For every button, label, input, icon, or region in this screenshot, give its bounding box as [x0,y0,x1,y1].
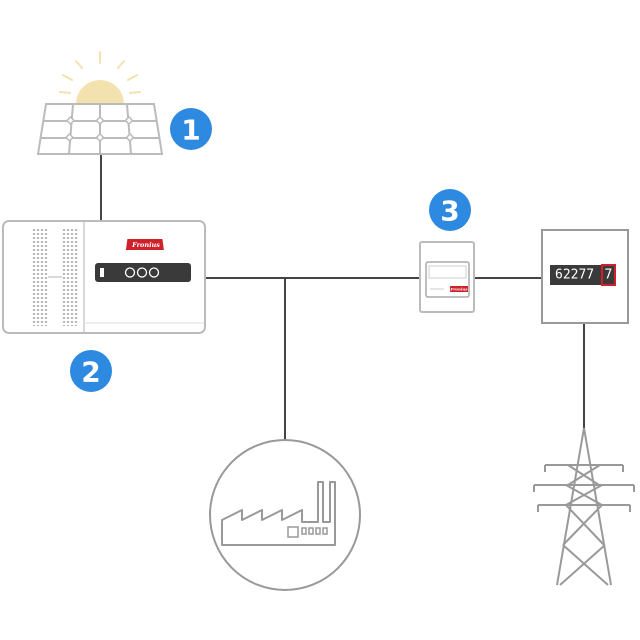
badge-1: 1 [170,108,212,150]
utility-meter-icon: 62277 7 [541,229,629,324]
badge-3: 3 [429,189,471,231]
svg-text:Fronius: Fronius [131,241,160,249]
solar-panel-icon [36,103,164,155]
svg-text:Fronius: Fronius [449,287,468,292]
inverter-cooling-fins [32,229,78,326]
factory-consumer-icon [209,439,361,591]
meter-display [550,265,615,285]
svg-text:3: 3 [440,195,459,228]
meter-reading: 62277 [555,268,594,283]
inverter-brand-logo: Fronius [125,239,164,250]
svg-text:2: 2 [81,356,100,389]
inverter-display [95,263,191,282]
meter-reading-decimal: 7 [605,268,613,283]
inverter-icon: Fronius [2,220,206,334]
svg-text:1: 1 [181,114,200,147]
sun-icon [59,51,141,104]
connection-lines [100,154,585,441]
badge-2: 2 [70,350,112,392]
smart-meter-icon: Fronius [419,241,475,313]
power-pylon-icon [533,427,635,586]
